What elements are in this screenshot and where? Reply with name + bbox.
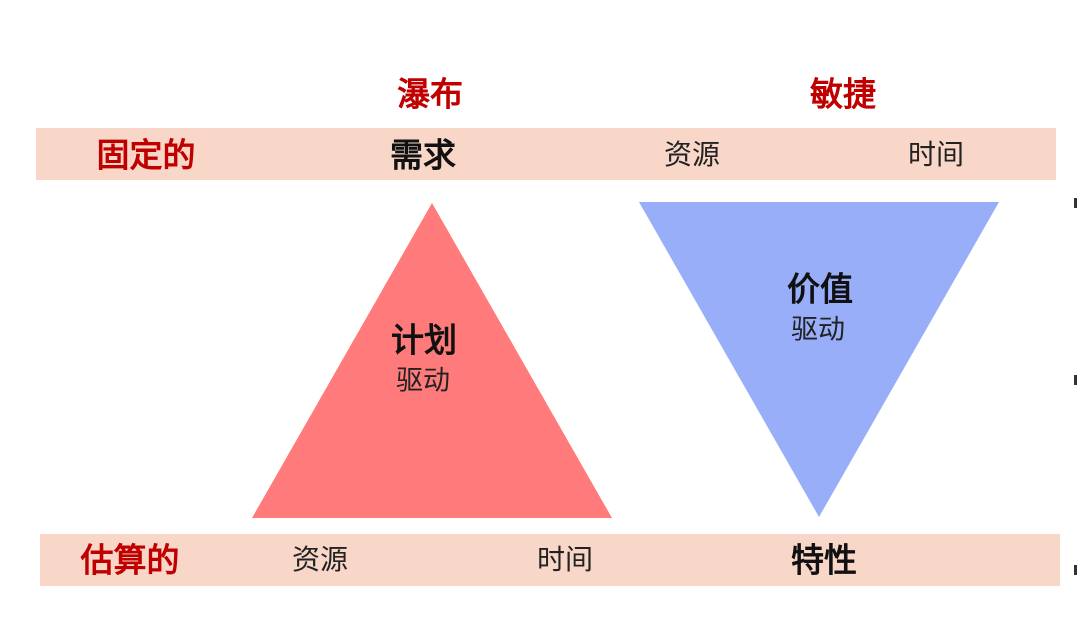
waterfall-fixed-requirements: 需求 <box>390 135 456 175</box>
agile-fixed-resources: 资源 <box>663 138 721 171</box>
waterfall-estimated-resources: 资源 <box>291 543 349 576</box>
edge-mark <box>1074 565 1077 575</box>
fixed-row-band <box>36 128 1056 180</box>
fixed-row-label: 固定的 <box>96 135 196 175</box>
edge-mark <box>1074 198 1077 208</box>
agile-header: 敏捷 <box>810 74 876 114</box>
agile-triangle-title: 价值 <box>787 269 853 309</box>
waterfall-triangle-title: 计划 <box>391 320 457 360</box>
agile-estimated-features: 特性 <box>791 540 857 580</box>
waterfall-triangle <box>252 203 612 518</box>
estimated-row-band <box>40 534 1060 586</box>
agile-fixed-time: 时间 <box>907 138 965 171</box>
agile-triangle-subtitle: 驱动 <box>791 314 845 346</box>
agile-triangle <box>639 202 999 517</box>
waterfall-header: 瀑布 <box>397 74 463 114</box>
waterfall-triangle-subtitle: 驱动 <box>396 365 450 397</box>
edge-mark <box>1074 375 1077 385</box>
waterfall-estimated-time: 时间 <box>536 543 594 576</box>
estimated-row-label: 估算的 <box>80 540 180 580</box>
